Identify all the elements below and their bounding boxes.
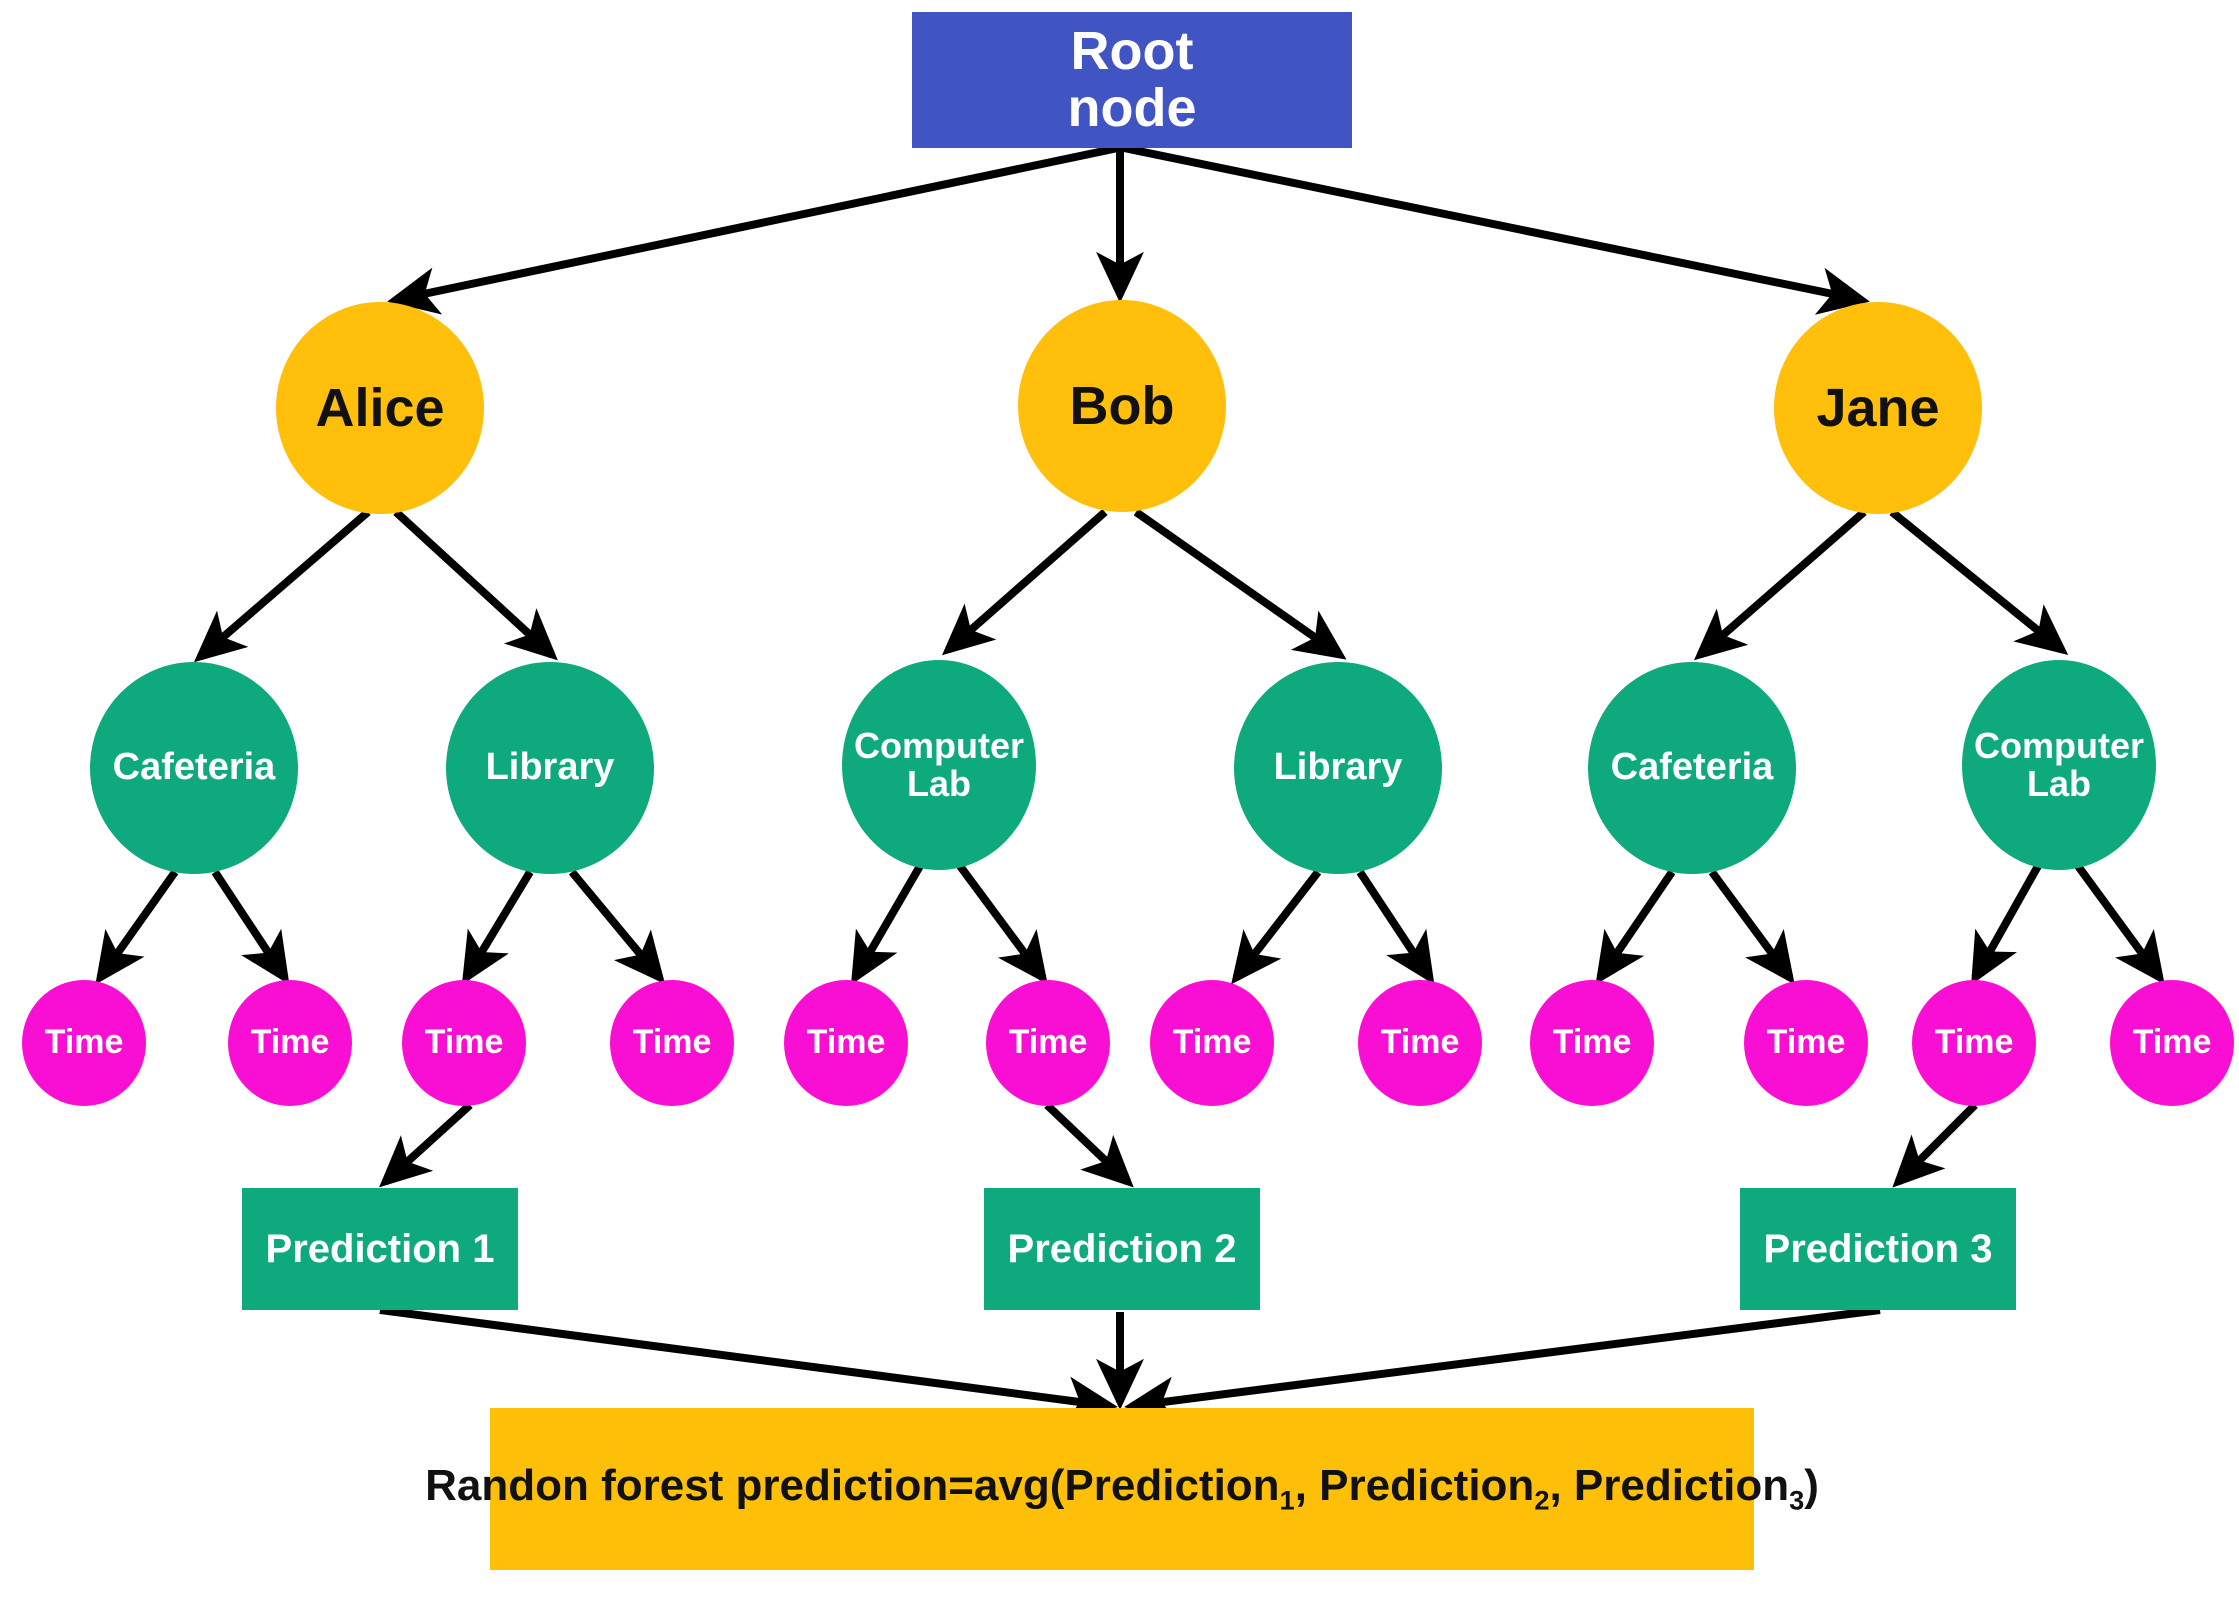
place-node-computer-lab-1[interactable]: Computer Lab (842, 660, 1036, 870)
time-node-label: Time (1552, 1023, 1632, 1062)
formula-prefix: Randon forest prediction=avg(Prediction (425, 1460, 1280, 1510)
time-node-5[interactable]: Time (784, 980, 908, 1106)
time-node-label: Time (1172, 1023, 1252, 1062)
edge-cafeteria1-time1 (95, 869, 179, 985)
time-node-label: Time (44, 1023, 124, 1062)
prediction-box-1[interactable]: Prediction 1 (242, 1188, 518, 1310)
edge-complab1-time6 (956, 863, 1048, 985)
edge-prediction3-final (1124, 1306, 1881, 1425)
time-node-11[interactable]: Time (1912, 980, 2036, 1106)
edge-complab2-time12 (2074, 863, 2165, 985)
place-node-label-line1: Computer (854, 725, 1024, 767)
formula-sub-3: 3 (1789, 1484, 1805, 1516)
time-node-10[interactable]: Time (1744, 980, 1868, 1106)
edge-root-alice (387, 144, 1119, 315)
place-node-label-line1: Computer (1974, 725, 2144, 767)
person-node-label: Jane (1816, 377, 1940, 438)
time-node-label: Time (250, 1023, 330, 1062)
time-node-4[interactable]: Time (610, 980, 734, 1106)
root-node-label-line2: node (1067, 78, 1197, 138)
prediction-label: Prediction 2 (1007, 1227, 1237, 1271)
place-node-label: Library (485, 746, 615, 789)
edge-prediction1-final (379, 1306, 1118, 1425)
edge-cafeteria2-time9 (1595, 869, 1676, 985)
formula-sub-2: 2 (1534, 1484, 1550, 1516)
edge-bob-computerlab (941, 508, 1108, 656)
edge-jane-computerlab (1889, 508, 2069, 656)
root-node-label-line1: Root (1070, 21, 1194, 82)
edge-bob-library (1133, 508, 1347, 660)
time-node-label: Time (424, 1023, 504, 1062)
edge-alice-cafeteria (193, 508, 371, 663)
time-node-label: Time (1766, 1023, 1846, 1062)
edge-alice-library (393, 509, 558, 661)
edge-cafeteria1-time2 (211, 869, 290, 985)
time-node-1[interactable]: Time (22, 980, 146, 1106)
time-node-2[interactable]: Time (228, 980, 352, 1106)
time-node-8[interactable]: Time (1358, 980, 1482, 1106)
root-node[interactable]: Root node (912, 12, 1352, 148)
place-node-label-line2: Lab (906, 763, 971, 804)
formula-sub-1: 1 (1279, 1484, 1295, 1516)
edge-jane-cafeteria (1693, 508, 1867, 661)
edge-library2-time8 (1356, 869, 1435, 985)
place-node-cafeteria-1[interactable]: Cafeteria (90, 662, 298, 874)
edge-complab2-time11 (1971, 864, 2042, 985)
time-node-label: Time (1380, 1023, 1460, 1062)
person-node-label: Alice (315, 377, 445, 438)
edge-library2-time7 (1231, 869, 1322, 985)
prediction-box-2[interactable]: Prediction 2 (984, 1188, 1260, 1310)
place-node-label: Cafeteria (1610, 746, 1774, 789)
formula-mid-1: , Prediction (1294, 1460, 1535, 1510)
time-node-label: Time (1934, 1023, 2014, 1062)
edge-time11-prediction3 (1892, 1102, 1978, 1188)
time-node-label: Time (1008, 1023, 1088, 1062)
place-node-cafeteria-2[interactable]: Cafeteria (1588, 662, 1796, 874)
prediction-box-3[interactable]: Prediction 3 (1740, 1188, 2016, 1310)
final-prediction-formula: Randon forest prediction=avg(Prediction1… (425, 1460, 1819, 1516)
place-node-library-1[interactable]: Library (446, 662, 654, 874)
formula-suffix: ) (1804, 1460, 1819, 1510)
final-prediction-bar[interactable]: Randon forest prediction=avg(Prediction1… (425, 1408, 1819, 1570)
place-node-label: Library (1273, 746, 1403, 789)
place-node-computer-lab-2[interactable]: Computer Lab (1962, 660, 2156, 870)
time-node-3[interactable]: Time (402, 980, 526, 1106)
time-node-label: Time (806, 1023, 886, 1062)
time-node-label: Time (632, 1023, 712, 1062)
edge-cafeteria2-time10 (1708, 869, 1795, 985)
edge-complab1-time5 (850, 863, 924, 985)
edge-library1-time3 (461, 869, 534, 985)
time-node-6[interactable]: Time (986, 980, 1110, 1106)
prediction-label: Prediction 3 (1763, 1227, 1993, 1271)
time-node-9[interactable]: Time (1530, 980, 1654, 1106)
edge-time6-prediction2 (1044, 1102, 1134, 1188)
person-node-alice[interactable]: Alice (276, 302, 484, 514)
time-node-12[interactable]: Time (2110, 980, 2234, 1106)
place-node-label-line2: Lab (2026, 763, 2091, 804)
edge-root-jane (1123, 144, 1870, 315)
edge-library1-time4 (568, 869, 666, 985)
place-node-library-2[interactable]: Library (1234, 662, 1442, 874)
person-node-jane[interactable]: Jane (1774, 302, 1982, 514)
prediction-label: Prediction 1 (265, 1227, 495, 1271)
time-node-7[interactable]: Time (1150, 980, 1274, 1106)
time-node-label: Time (2132, 1023, 2212, 1062)
formula-mid-2: , Prediction (1549, 1460, 1790, 1510)
edge-time3-prediction1 (379, 1102, 473, 1188)
person-node-bob[interactable]: Bob (1018, 300, 1226, 512)
place-node-label: Cafeteria (112, 746, 276, 789)
person-node-label: Bob (1069, 375, 1175, 436)
